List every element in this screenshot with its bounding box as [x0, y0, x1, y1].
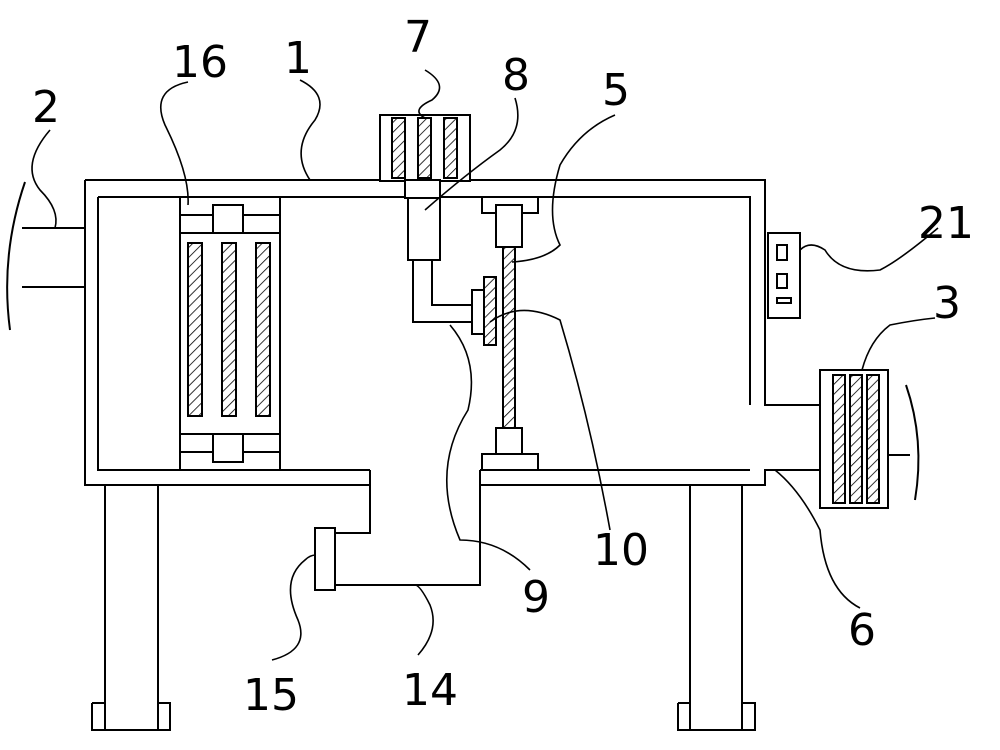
- label-16: 16: [172, 37, 228, 88]
- bottom-outlet: [314, 470, 481, 591]
- label-8: 8: [502, 50, 530, 101]
- label-3: 3: [933, 278, 961, 329]
- label-7: 7: [404, 12, 432, 63]
- right-leg: [677, 485, 756, 731]
- control-panel: [767, 232, 801, 319]
- inlet-pipe: [6, 181, 85, 331]
- leader-lines: [31, 69, 939, 661]
- lead-screw: [481, 196, 539, 471]
- label-5: 5: [602, 65, 630, 116]
- filter-cartridge: [179, 196, 281, 471]
- reference-labels: 2 16 1 7 8 5 21 3 10 9 6 14 15: [32, 12, 974, 721]
- label-15: 15: [243, 670, 299, 721]
- right-pump: [819, 369, 920, 509]
- label-9: 9: [522, 572, 550, 623]
- label-2: 2: [32, 82, 60, 133]
- label-21: 21: [918, 198, 974, 249]
- label-14: 14: [402, 665, 458, 716]
- left-leg: [91, 485, 171, 731]
- top-motor: [379, 114, 471, 182]
- label-10: 10: [593, 525, 649, 576]
- label-6: 6: [848, 605, 876, 656]
- label-1: 1: [284, 33, 312, 84]
- drive-linkage: [404, 179, 497, 346]
